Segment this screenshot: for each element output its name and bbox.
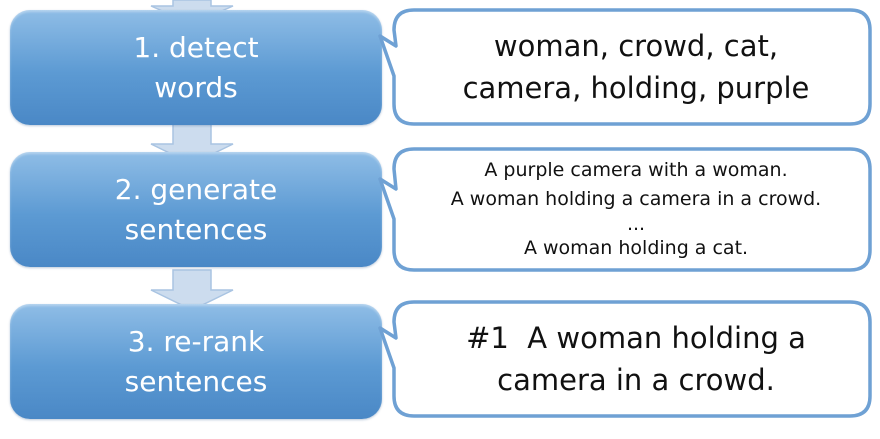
ranked-sentence-line-1: #1 A woman holding a xyxy=(466,321,806,355)
step-rerank-sentences: 3. re-rank sentences xyxy=(10,304,382,419)
step-1-line-2: words xyxy=(154,70,238,104)
step-2-line-2: sentences xyxy=(124,212,268,246)
step-3-line-1: 3. re-rank xyxy=(127,324,265,358)
detected-words-line-2: camera, holding, purple xyxy=(462,71,810,105)
callout-3-shape xyxy=(378,300,872,418)
callout-1-shape xyxy=(378,8,872,126)
step-generate-sentences: 2. generate sentences xyxy=(10,152,382,267)
sentence-candidate-2: A woman holding a camera in a crowd. xyxy=(450,188,822,210)
callout-generated-sentences: A purple camera with a woman. A woman ho… xyxy=(378,147,874,272)
callout-ranked-sentence: #1 A woman holding a camera in a crowd. xyxy=(378,300,874,418)
detected-words-line-1: woman, crowd, cat, xyxy=(493,29,779,63)
sentence-ellipsis: ... xyxy=(626,213,646,235)
sentence-candidate-1: A purple camera with a woman. xyxy=(484,159,788,181)
sentence-candidate-3: A woman holding a cat. xyxy=(523,237,749,259)
step-detect-words: 1. detect words xyxy=(10,10,382,125)
flow-arrow-2-to-3 xyxy=(150,269,234,311)
step-1-line-1: 1. detect xyxy=(133,30,259,64)
callout-detected-words: woman, crowd, cat, camera, holding, purp… xyxy=(378,8,874,126)
step-2-line-1: 2. generate xyxy=(114,172,278,206)
callout-2-shape xyxy=(378,147,872,272)
ranked-sentence-line-2: camera in a crowd. xyxy=(497,363,775,397)
step-3-line-2: sentences xyxy=(124,364,268,398)
